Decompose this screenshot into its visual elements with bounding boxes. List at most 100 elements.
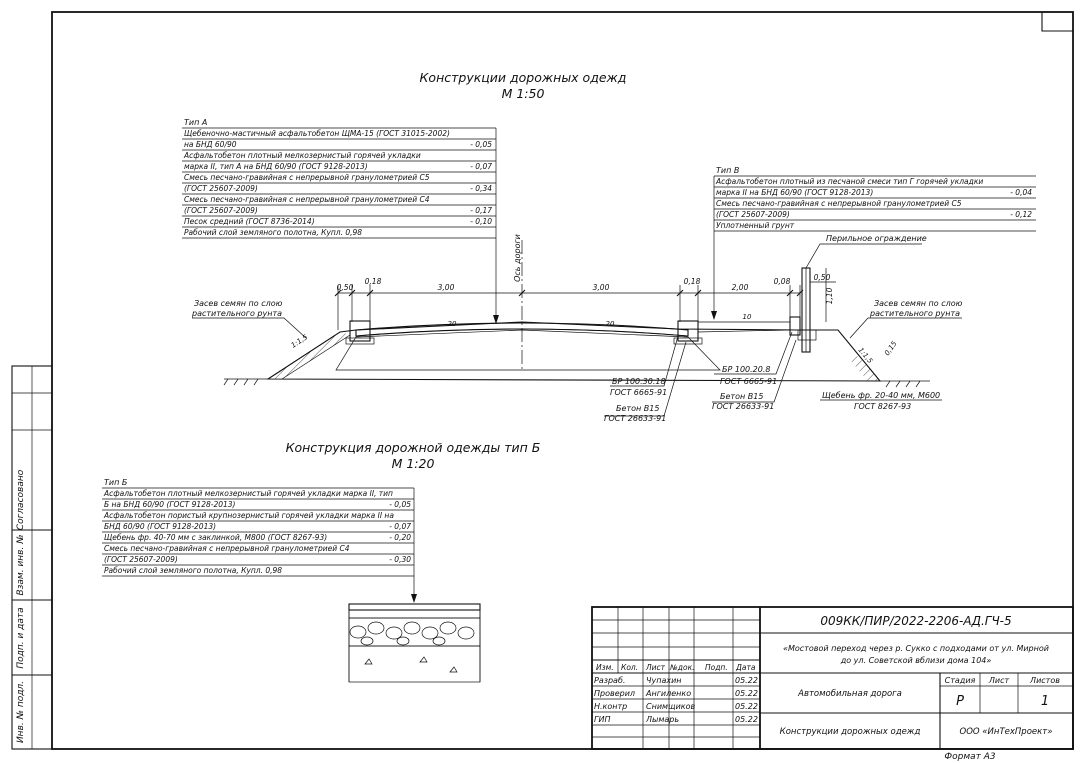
type-v-legend: Тип В Асфальтобетон плотный из песчаной … bbox=[711, 166, 1036, 320]
type-b-row-text: Асфальтобетон пористый крупнозернистый г… bbox=[103, 511, 394, 520]
stamp-date: 05.22 bbox=[735, 676, 758, 685]
type-a-row-value: - 0,05 bbox=[470, 140, 492, 149]
type-v-row-value: - 0,04 bbox=[1010, 188, 1032, 197]
side-stamp-inv: Инв. № подл. bbox=[16, 681, 26, 743]
type-b-row-value: - 0,05 bbox=[389, 500, 411, 509]
stamp-stage-label: Стадия bbox=[945, 676, 976, 685]
br208-line1: БР 100.20.8 bbox=[722, 365, 770, 374]
type-b-row-text: Асфальтобетон плотный мелкозернистый гор… bbox=[103, 489, 393, 498]
stamp-col-podp: Подп. bbox=[705, 663, 728, 672]
beton-left-line2: ГОСТ 26633-91 bbox=[604, 414, 666, 423]
seed-left-line1: Засев семян по слою bbox=[194, 299, 283, 308]
dim-018-left: 0,18 bbox=[365, 277, 382, 286]
dim-050-right: 0,50 bbox=[814, 273, 831, 282]
stamp-company: ООО «ИнТехПроект» bbox=[960, 727, 1053, 737]
type-b-row-text: Щебень фр. 40-70 мм с заклинкой, М800 (Г… bbox=[104, 533, 327, 542]
type-a-row-value: - 0,07 bbox=[470, 162, 492, 171]
type-a-row-value: - 0,10 bbox=[470, 217, 492, 226]
road-cross-section: Ось дороги bbox=[191, 234, 963, 423]
type-b-legend: Тип Б Асфальтобетон плотный мелкозернист… bbox=[102, 478, 417, 603]
type-b-row-text: БНД 60/90 (ГОСТ 9128-2013) bbox=[104, 522, 216, 531]
gravel-line2: ГОСТ 8267-93 bbox=[854, 402, 911, 411]
stamp-col-kol: Кол. bbox=[621, 663, 638, 672]
type-a-row-text: Смесь песчано-гравийная с непрерывной гр… bbox=[184, 195, 430, 204]
type-a-row-text: (ГОСТ 25607-2009) bbox=[184, 206, 258, 215]
dim-050-left: 0,50 bbox=[337, 283, 354, 292]
dim-018-right: 0,18 bbox=[684, 277, 701, 286]
type-a-row-value: - 0,34 bbox=[470, 184, 492, 193]
stamp-sheet-label: Лист bbox=[988, 676, 1010, 685]
beton-right-line2: ГОСТ 26633-91 bbox=[712, 402, 774, 411]
stamp-person: Снимщиков bbox=[646, 702, 696, 711]
dim-300-left: 3,00 bbox=[438, 283, 455, 292]
beton-right-line1: Бетон В15 bbox=[720, 392, 763, 401]
seed-right-line1: Засев семян по слою bbox=[874, 299, 963, 308]
type-v-title: Тип В bbox=[716, 166, 739, 175]
br300-line1: БР 100.30.18 bbox=[612, 377, 666, 386]
slope-10: 10 bbox=[743, 313, 752, 321]
side-stamp-replace: Взам. инв. № bbox=[16, 534, 26, 595]
dim-008: 0,08 bbox=[774, 277, 791, 286]
type-v-row-text: Асфальтобетон плотный из песчаной смеси … bbox=[715, 177, 983, 186]
stamp-col-izm: Изм. bbox=[596, 663, 614, 672]
stamp-col-ndok: №док. bbox=[669, 663, 695, 672]
dim-300-right: 3,00 bbox=[593, 283, 610, 292]
br300-line2: ГОСТ 6665-91 bbox=[610, 388, 667, 397]
stamp-person: Ангиленко bbox=[645, 689, 691, 698]
dim-110: 1,10 bbox=[825, 287, 834, 304]
stamp-col-date: Дата bbox=[735, 663, 756, 672]
seed-right-line2: растительного рунта bbox=[869, 309, 960, 318]
side-stamp-agreed: Согласовано bbox=[16, 469, 26, 530]
type-a-row-text: Песок средний (ГОСТ 8736-2014) bbox=[184, 217, 315, 226]
stamp-project-line1: «Мостовой переход через р. Сукко с подхо… bbox=[783, 644, 1049, 653]
type-v-row-text: Уплотненный грунт bbox=[716, 221, 795, 230]
type-a-row-text: Смесь песчано-гравийная с непрерывной гр… bbox=[184, 173, 430, 182]
stamp-date: 05.22 bbox=[735, 702, 758, 711]
stamp-sheet-title: Конструкции дорожных одежд bbox=[780, 727, 921, 737]
stamp-project-line2: до ул. Советской вблизи дома 104» bbox=[840, 656, 992, 665]
slope-115-left: 1:1,5 bbox=[290, 333, 310, 350]
side-stamp-sign-date: Подп. и дата bbox=[16, 607, 26, 668]
type-a-row-text: Рабочий слой земляного полотна, Купл. 0,… bbox=[184, 228, 362, 237]
type-a-row-text: (ГОСТ 25607-2009) bbox=[184, 184, 258, 193]
road-axis-label: Ось дороги bbox=[513, 234, 522, 282]
type-b-row-text: Б на БНД 60/90 (ГОСТ 9128-2013) bbox=[104, 500, 236, 509]
type-a-row-value: - 0,17 bbox=[470, 206, 492, 215]
type-b-row-text: Рабочий слой земляного полотна, Купл. 0,… bbox=[104, 566, 282, 575]
stamp-object: Автомобильная дорога bbox=[797, 689, 902, 699]
stamp-person: Чупахин bbox=[646, 676, 682, 685]
stamp-sheets: 1 bbox=[1041, 694, 1049, 709]
stamp-stage: Р bbox=[956, 694, 964, 709]
stamp-date: 05.22 bbox=[735, 715, 758, 724]
title-block: Изм. Кол. Лист №док. Подп. Дата Разраб. … bbox=[591, 606, 1074, 750]
type-a-row-text: марка II, тип А на БНД 60/90 (ГОСТ 9128-… bbox=[184, 162, 368, 171]
type-b-row-value: - 0,30 bbox=[389, 555, 411, 564]
type-b-row-text: (ГОСТ 25607-2009) bbox=[104, 555, 178, 564]
stamp-sheets-label: Листов bbox=[1029, 676, 1060, 685]
type-a-row-text: Щебеночно-мастичный асфальтобетон ЩМА-15… bbox=[184, 129, 450, 138]
stamp-role: Н.контр bbox=[594, 702, 627, 711]
dim-015: 0,15 bbox=[883, 339, 899, 357]
railing-label: Перильное ограждение bbox=[826, 234, 927, 243]
type-v-row-text: (ГОСТ 25607-2009) bbox=[716, 210, 790, 219]
type-b-layer-sample bbox=[348, 603, 481, 683]
type-b-row-value: - 0,20 bbox=[389, 533, 411, 542]
type-a-title: Тип А bbox=[184, 118, 207, 127]
type-b-title: Тип Б bbox=[104, 478, 128, 487]
type-a-row-text: Асфальтобетон плотный мелкозернистый гор… bbox=[183, 151, 421, 160]
main-title: Конструкции дорожных одежд bbox=[420, 70, 627, 85]
gravel-line1: Щебень фр. 20-40 мм, М600 bbox=[822, 391, 940, 400]
type-v-row-text: Смесь песчано-гравийная с непрерывной гр… bbox=[716, 199, 962, 208]
stamp-role: Проверил bbox=[594, 689, 635, 698]
beton-left-line1: Бетон В15 bbox=[616, 404, 659, 413]
stamp-date: 05.22 bbox=[735, 689, 758, 698]
sheet-format: Формат А3 bbox=[944, 752, 996, 762]
slope-20-right: 20 bbox=[606, 320, 615, 328]
seed-left-line2: растительного рунта bbox=[191, 309, 282, 318]
stamp-person: Лымарь bbox=[645, 715, 679, 724]
type-v-row-value: - 0,12 bbox=[1010, 210, 1032, 219]
typeb-title-scale: М 1:20 bbox=[392, 456, 435, 471]
br208-line2: ГОСТ 6665-91 bbox=[720, 377, 777, 386]
